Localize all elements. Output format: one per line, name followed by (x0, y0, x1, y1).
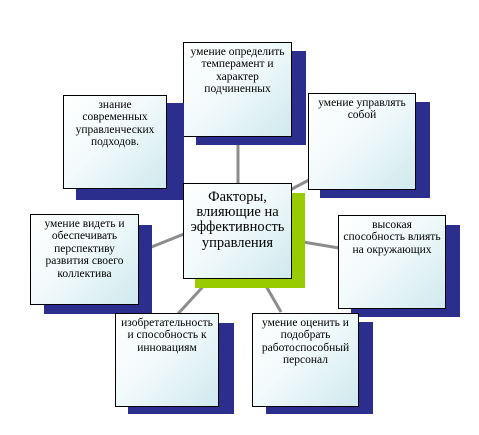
connector-perspective (148, 232, 185, 250)
center-box: Факторы, влияющие на эффективность управ… (183, 183, 292, 279)
factor-box-self-control: умение управлять собой (308, 93, 416, 190)
factor-box-staff: умение оценить и подобрать работоспособн… (252, 313, 359, 407)
factor-box-innovation: изобретательность и способность к иннова… (115, 313, 219, 407)
factor-box-perspective: умение видеть и обеспечивать перспективу… (30, 214, 139, 305)
factor-box-temperament: умение определить темперамент и характер… (183, 42, 292, 137)
factor-box-influence: высокая способность влиять на окружающих (338, 215, 446, 309)
connector-staff (264, 285, 283, 313)
factor-box-knowledge: знание современных управленческих подход… (63, 95, 167, 189)
